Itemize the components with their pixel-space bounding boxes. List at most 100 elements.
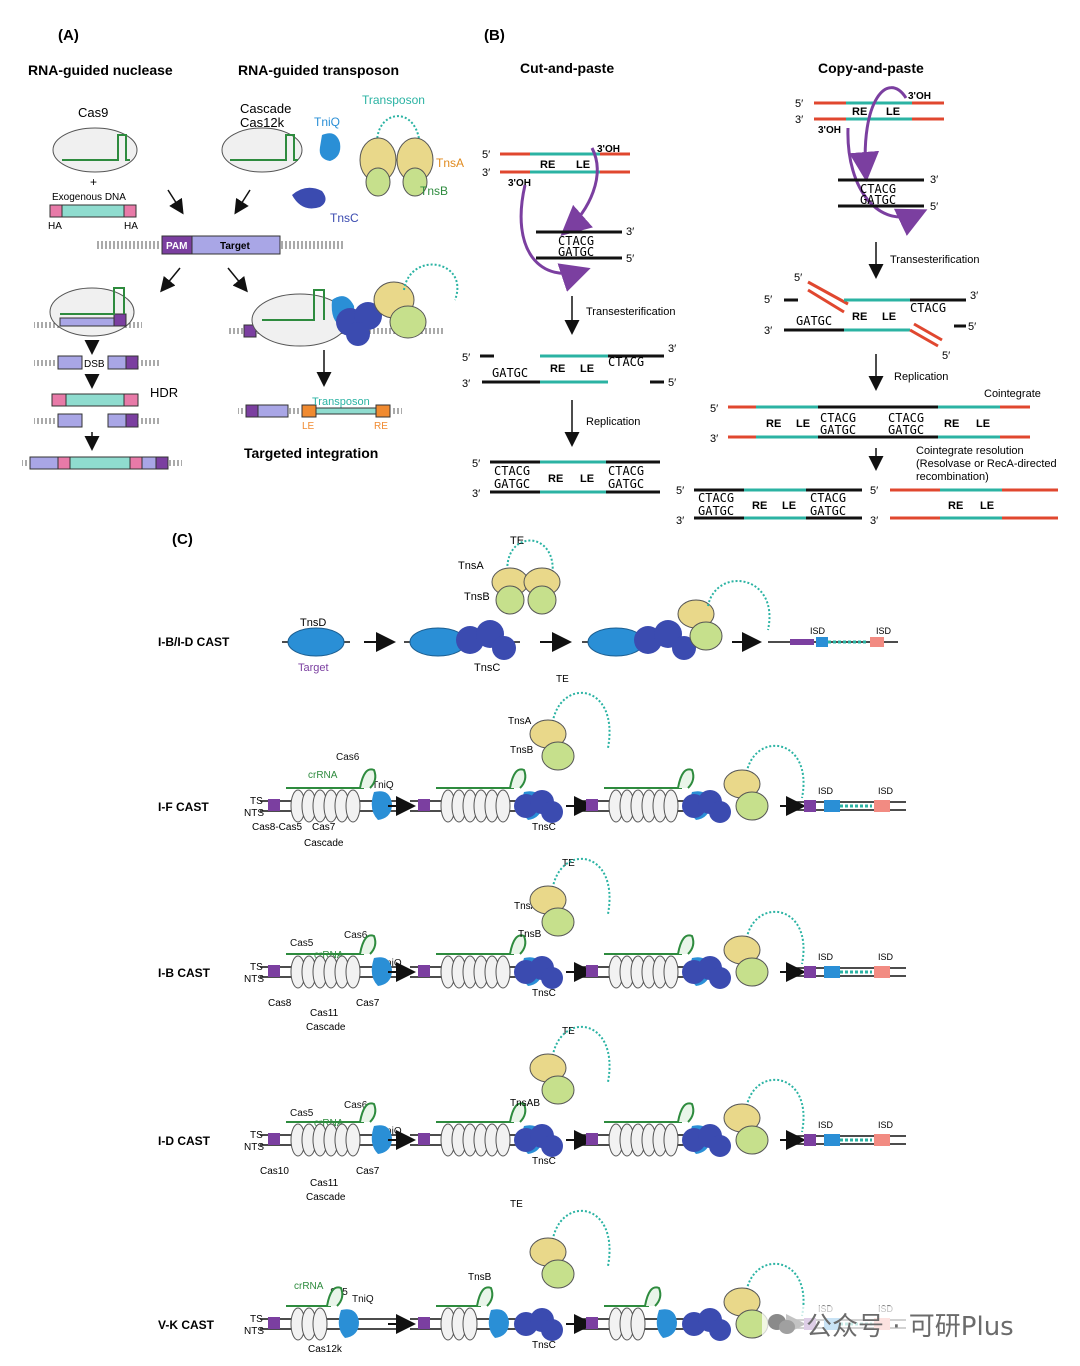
row1-isd-l-label: ISD — [810, 626, 826, 636]
row-if-cascade-1-cas7-5 — [345, 789, 361, 823]
cas9-grna — [62, 134, 130, 161]
copy-int-3b: 3′ — [970, 290, 978, 302]
target-label: Target — [220, 241, 250, 252]
coint-re-1: RE — [766, 418, 781, 430]
row-ib-product-isd-r-label: ISD — [878, 952, 894, 962]
row-vk-cascade-1-pam — [268, 1317, 280, 1329]
copy-int-gatgc: GATGC — [796, 314, 832, 328]
cas12k-label: Cas12k — [240, 115, 285, 130]
cut-prod-ctacg-r: CTACG — [608, 464, 644, 478]
row-vk-cascade-1-cas6 — [326, 1286, 344, 1307]
cut-prod-le: LE — [580, 473, 594, 485]
hdr-label: HDR — [150, 385, 178, 400]
dsb-dna-left — [34, 360, 58, 366]
cut-target-ctacg: CTACG — [558, 234, 594, 248]
hdr-product-target-l — [29, 456, 59, 470]
hdr-dna-right — [138, 418, 160, 424]
row1-tnsc-label: TnsC — [474, 662, 500, 674]
targeted-integration-label: Targeted integration — [244, 445, 378, 461]
row-id-product-isd-right — [874, 1134, 890, 1146]
row-id-ts-label: TS — [250, 1130, 263, 1141]
row1-tnsb-shape — [495, 585, 525, 615]
cut-intermediate: 5′ 3′ GATGC CTACG RE LE 3′ 5′ — [462, 343, 676, 390]
copy-target-ctacg: CTACG — [860, 182, 896, 196]
res-re-2: RE — [948, 500, 963, 512]
row-ib-free-tnsab-te-loop — [551, 857, 611, 915]
row1-tnsc-c — [492, 636, 516, 660]
ha-right-label: HA — [124, 221, 138, 232]
cascade-grna — [230, 134, 298, 161]
row-if-label: I-F CAST — [158, 800, 209, 814]
row-vk-tniq-label: TniQ — [352, 1294, 374, 1305]
row-ib-cas6-label: Cas6 — [344, 930, 368, 941]
row-id-cascade-2-pam — [418, 1133, 430, 1145]
coint-re-2: RE — [944, 418, 959, 430]
row-id-cascade-2-cas7-5 — [495, 1123, 511, 1157]
tnsa-label: TnsA — [436, 156, 464, 170]
dsb-label: DSB — [84, 359, 105, 370]
row-if-tnsb-top-label: TnsB — [510, 745, 534, 756]
row-if-cascade-2-cas6 — [509, 768, 527, 789]
tnsb-right — [402, 167, 428, 197]
row-ib-cascade-3-pam — [586, 965, 598, 977]
row1-te: TE — [510, 535, 524, 547]
row-vk-ts-label: TS — [250, 1314, 263, 1325]
row-if-cas6-label: Cas6 — [336, 752, 360, 763]
res-re-1: RE — [752, 500, 767, 512]
row-if-cascade-3-cas6 — [677, 768, 695, 789]
integrated-transposon-label: Transposon — [312, 396, 370, 408]
row-id-cascade-1-cas7-5 — [345, 1123, 361, 1157]
panel-b-label: (B) — [484, 27, 505, 44]
row-if-ts-label: TS — [250, 796, 263, 807]
row-id-cascade-3-cas6 — [677, 1102, 695, 1123]
copy-donor-3oh-b: 3'OH — [818, 125, 841, 136]
cut-donor-3: 3′ — [482, 167, 490, 179]
cointegrate: 5′ 3′ RE LE CTACG GATGC CTACG GATGC RE L… — [710, 403, 1030, 445]
cointegrate-label: Cointegrate — [984, 388, 1041, 400]
integrated-pam — [245, 404, 259, 418]
cas9-bound — [49, 287, 135, 337]
row-id-cascade-1-pam — [268, 1133, 280, 1145]
row-id-bound-tnsab-tnsb — [735, 1125, 769, 1155]
copy-int-5b: 5′ — [764, 294, 772, 306]
row-vk-free-tnsab-te-loop — [551, 1209, 611, 1267]
row-ib-cascade-1-tniq — [371, 957, 392, 986]
integrated-re-label: RE — [374, 421, 388, 432]
row-id-cas10-label: Cas10 — [260, 1166, 289, 1177]
arrow-a3 — [160, 267, 181, 293]
cut-prod-gatgc-l: GATGC — [494, 477, 530, 491]
copy-donor-re: RE — [852, 106, 867, 118]
resolution-label: Cointegrate resolution — [916, 445, 1024, 457]
row-ib-tniq-label: TniQ — [380, 958, 402, 969]
cut-target-5: 5′ — [626, 253, 634, 265]
res-5a: 5′ — [676, 485, 684, 497]
row-ib-crrna-label: crRNA — [314, 950, 344, 961]
row-ib-id-label: I-B/I-D CAST — [158, 635, 230, 649]
row-if-tnsc-2-c — [709, 801, 731, 823]
copy-donor-3: 3′ — [795, 114, 803, 126]
cut-prod-gatgc-r: GATGC — [608, 477, 644, 491]
cas9-bound-pam — [113, 313, 127, 327]
row-if-cas7-label: Cas7 — [312, 822, 336, 833]
arrow-a1 — [167, 189, 184, 215]
cast-bound-tnsc-3 — [346, 322, 370, 346]
wechat-icon — [768, 1312, 798, 1336]
copy-replication: Replication — [894, 371, 948, 383]
row-if-bound-tnsab-te-loop — [745, 744, 805, 799]
row-if-cascade-1-tniq — [371, 791, 392, 820]
coint-3: 3′ — [710, 433, 718, 445]
hdr-product-ha-l — [57, 456, 71, 470]
transposon-label: Transposon — [362, 93, 425, 107]
cut-prod-3: 3′ — [472, 488, 480, 500]
tnsc-label: TnsC — [330, 211, 359, 225]
coint-5: 5′ — [710, 403, 718, 415]
row-vk-cascade-1-tniq — [338, 1309, 359, 1338]
row-if-free-tnsab-tnsb — [541, 741, 575, 771]
copy-target: CTACG GATGC 3′ 5′ — [838, 174, 938, 213]
exogenous-dna-box — [61, 204, 125, 218]
cas9-bound-grna — [60, 287, 125, 315]
row-id-cas7-label: Cas7 — [356, 1166, 380, 1177]
